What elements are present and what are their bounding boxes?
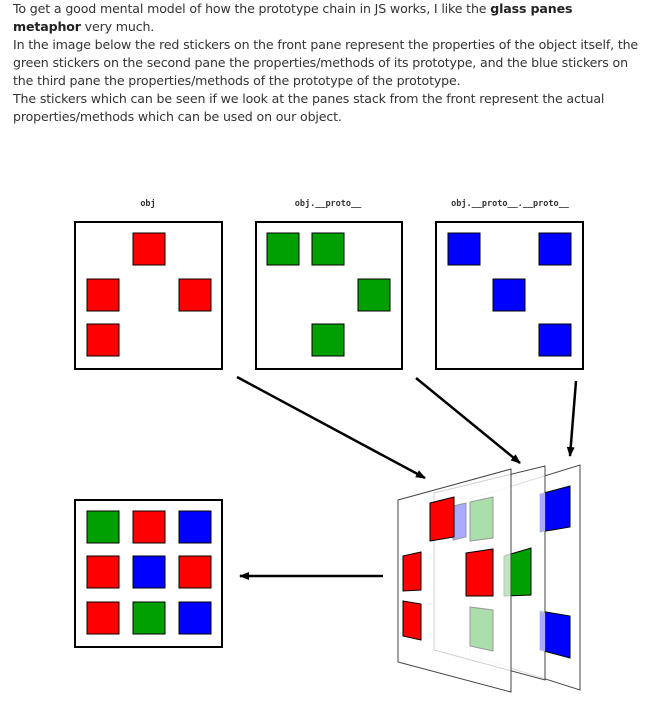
proto-pane (255, 221, 403, 370)
red-sticker (402, 551, 422, 592)
blue-sticker (178, 601, 212, 635)
proto-label: obj.__proto__ (295, 198, 362, 209)
proto-proto-pane (435, 221, 584, 370)
blue-sticker (492, 278, 526, 312)
faded-green-sticker (469, 496, 494, 542)
green-sticker (86, 510, 120, 544)
intro-text-end: very much. (80, 19, 155, 34)
red-sticker (86, 555, 120, 589)
red-sticker (86, 278, 120, 312)
blue-sticker (178, 510, 212, 544)
green-sticker (311, 323, 345, 357)
arrow-proto-to-stack (415, 377, 521, 464)
blue-sticker (447, 232, 481, 266)
intro-text: To get a good mental model of how the pr… (13, 1, 491, 16)
red-sticker (132, 510, 166, 544)
intro-paragraph: To get a good mental model of how the pr… (13, 0, 643, 36)
red-sticker (402, 600, 422, 641)
green-sticker (357, 278, 391, 312)
blue-sticker (538, 323, 572, 357)
green-sticker (132, 601, 166, 635)
arrow-obj-to-stack (236, 375, 426, 480)
red-sticker (178, 555, 212, 589)
red-sticker (178, 278, 212, 312)
obj-pane (74, 221, 223, 370)
arrow-proto-proto-to-stack (566, 380, 578, 457)
result-pane (74, 499, 223, 648)
red-sticker (465, 548, 494, 597)
stickers-explanation-paragraph: In the image below the red stickers on t… (13, 37, 639, 88)
proto-proto-label: obj.__proto__.__proto__ (451, 198, 570, 209)
pane-stack (397, 464, 581, 693)
green-sticker (266, 232, 300, 266)
red-sticker (86, 601, 120, 635)
obj-label: obj (140, 198, 155, 209)
red-sticker (86, 323, 120, 357)
blue-sticker (538, 232, 572, 266)
glass-panes-metaphor-emphasis: glass panes metaphor (13, 1, 573, 34)
visible-stickers-paragraph: The stickers which can be seen if we loo… (13, 91, 605, 124)
red-sticker (132, 232, 166, 266)
blue-sticker (132, 555, 166, 589)
faded-green-sticker (469, 606, 494, 652)
red-sticker (429, 496, 455, 542)
green-sticker (311, 232, 345, 266)
article-text: To get a good mental model of how the pr… (13, 0, 643, 126)
